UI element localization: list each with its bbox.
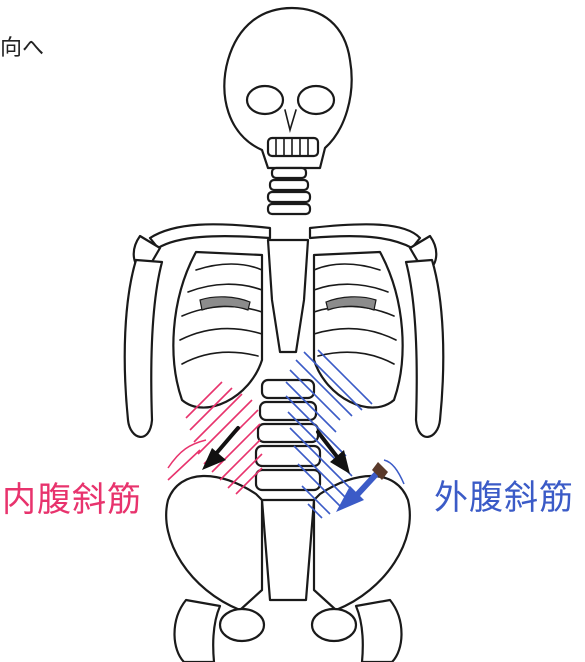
cervical-spine bbox=[268, 168, 310, 214]
external-oblique-label: 外腹斜筋 bbox=[434, 470, 574, 519]
pelvis bbox=[166, 476, 410, 662]
skull bbox=[224, 8, 351, 168]
internal-oblique-label: 内腹斜筋 bbox=[2, 472, 142, 521]
internal-oblique-leader bbox=[168, 440, 206, 468]
